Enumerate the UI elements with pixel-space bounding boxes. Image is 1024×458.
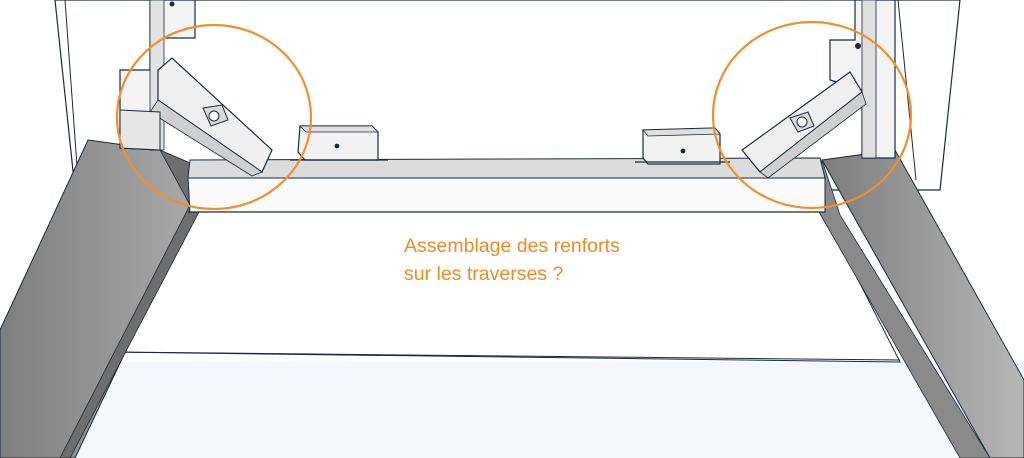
right-diagonal-brace <box>741 71 867 179</box>
annotation-text: Assemblage des renforts sur les traverse… <box>404 232 620 288</box>
bracket-left <box>290 125 388 161</box>
highlight-circle-left <box>115 23 313 211</box>
annotation-line-2: sur les traverses ? <box>404 263 564 285</box>
floor-plane <box>0 204 1024 458</box>
highlight-circle-right <box>711 20 913 210</box>
left-diagonal-brace <box>119 57 273 177</box>
annotation-line-1: Assemblage des renforts <box>404 235 620 257</box>
